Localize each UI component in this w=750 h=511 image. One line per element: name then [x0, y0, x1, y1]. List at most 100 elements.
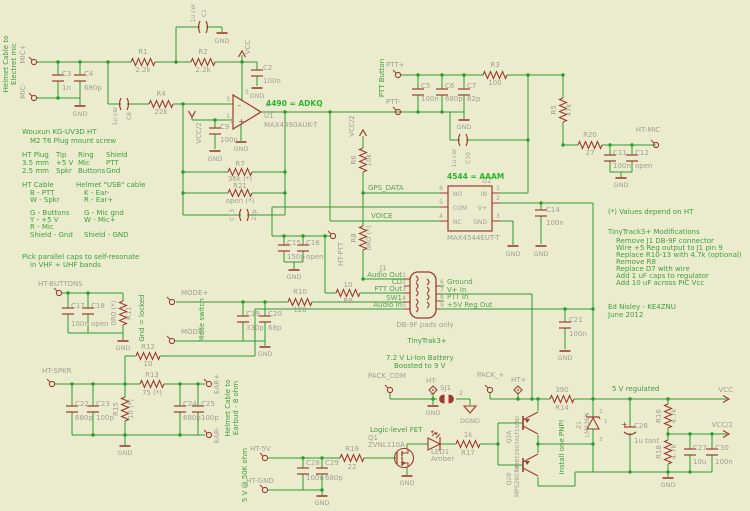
port-ear-minus[interactable]	[205, 431, 213, 439]
pad-ht-minus[interactable]	[428, 385, 438, 395]
label: 680p	[183, 414, 201, 422]
ic-u2[interactable]	[447, 185, 493, 232]
label: Ring	[78, 151, 94, 159]
resistor-R17[interactable]	[455, 439, 481, 449]
label: VCC/2	[195, 122, 203, 143]
resistor-R9[interactable]	[335, 288, 361, 298]
label: 3	[226, 96, 230, 103]
opamp-u1[interactable]	[232, 93, 263, 131]
capacitor-C1[interactable]	[205, 20, 209, 34]
label: K - Ear-	[84, 189, 110, 197]
label: GND	[534, 250, 549, 258]
junction-dot	[320, 488, 324, 492]
label: EAR+	[213, 374, 221, 394]
resistor-R16[interactable]	[663, 403, 673, 429]
port-ht-ptt[interactable]	[329, 232, 337, 240]
port-ear-minus	[203, 429, 208, 434]
capacitor-C26[interactable]	[623, 431, 637, 436]
port-mic-minus[interactable]	[30, 94, 38, 102]
label: SW1	[386, 294, 402, 302]
resistor-R8[interactable]	[358, 225, 368, 251]
junction-dot	[561, 143, 565, 147]
resistor-R15[interactable]	[120, 396, 130, 422]
port-mode-plus[interactable]	[168, 298, 176, 306]
label: 1	[604, 419, 608, 425]
label: R9	[343, 297, 352, 305]
resistor-R19[interactable]	[339, 453, 365, 463]
label: EAR-	[213, 426, 221, 443]
label: 10	[144, 360, 153, 368]
capacitor-C8[interactable]	[118, 97, 122, 111]
resistor-R5[interactable]	[558, 97, 568, 123]
port-mode-minus[interactable]	[168, 337, 176, 345]
label: Add 1 uF caps to regulator	[616, 272, 709, 280]
db9-j1[interactable]	[409, 271, 437, 319]
label: Tip	[55, 151, 67, 159]
port-ptt-plus[interactable]	[394, 71, 402, 79]
pad-ht-plus[interactable]	[513, 385, 523, 395]
label: LED1	[431, 448, 449, 456]
junction-dot	[526, 138, 530, 142]
jumper-sj1[interactable]	[448, 394, 454, 404]
label: C4	[84, 70, 94, 78]
label: Wouxun KG-UV3D HT	[22, 128, 97, 136]
resistor-R1[interactable]	[130, 57, 156, 67]
port-mic-plus[interactable]	[30, 58, 38, 66]
port-ht-gnd[interactable]	[261, 486, 269, 494]
port-ht-buttons[interactable]	[55, 289, 63, 297]
dgnd-icon	[462, 405, 478, 414]
junction-dot	[710, 432, 714, 436]
junction-dot	[123, 433, 127, 437]
resistor-R11[interactable]	[118, 300, 128, 326]
capacitor-C13[interactable]	[246, 208, 250, 222]
resistor-R3[interactable]	[482, 70, 508, 80]
junction-dot	[178, 433, 182, 437]
resistor-R12[interactable]	[135, 351, 161, 361]
label: GND	[506, 250, 521, 258]
label: IN	[481, 191, 487, 198]
resistor-R7[interactable]	[227, 167, 253, 177]
resistor-R2[interactable]	[190, 57, 216, 67]
resistor-R4[interactable]	[148, 99, 174, 109]
label: C24	[183, 400, 197, 408]
label: VCC/2	[348, 115, 356, 136]
resistor-R10[interactable]	[287, 297, 313, 307]
label: R18	[655, 445, 663, 459]
capacitor-C8[interactable]	[126, 97, 130, 111]
resistor-R21[interactable]	[227, 188, 253, 198]
label: GND	[250, 92, 265, 100]
label: 4	[439, 213, 443, 220]
label: 4490 = ADKQ	[266, 99, 323, 108]
label: 5	[402, 302, 406, 309]
resistor-R20[interactable]	[577, 140, 603, 150]
port-pack-com[interactable]	[386, 386, 394, 394]
resistor-R6[interactable]	[358, 147, 368, 173]
resistor-R13[interactable]	[139, 379, 165, 389]
capacitor-C1[interactable]	[197, 20, 201, 34]
port-ht-5v[interactable]	[261, 454, 269, 462]
label: Spkr	[56, 167, 72, 175]
port-ht-spkr[interactable]	[48, 380, 56, 388]
capacitor-C10[interactable]	[457, 133, 461, 147]
label: GND	[457, 123, 472, 131]
port-ear-plus[interactable]	[205, 380, 213, 388]
label: in VHF + UHF bands	[30, 261, 101, 269]
label: R8	[350, 233, 358, 242]
port-ptt-minus[interactable]	[394, 108, 402, 116]
port-pack-plus[interactable]	[486, 386, 494, 394]
port-ht-mic[interactable]	[652, 141, 660, 149]
led1[interactable]	[427, 437, 442, 451]
label: GND	[558, 354, 573, 362]
capacitor-C13[interactable]	[238, 208, 242, 222]
resistor-R14[interactable]	[549, 394, 575, 404]
capacitor-C10[interactable]	[465, 133, 469, 147]
label: GND	[234, 145, 249, 153]
label: 2	[459, 390, 463, 397]
resistor-R18[interactable]	[663, 439, 673, 465]
label: R4	[156, 90, 166, 98]
port-mode-plus	[166, 296, 171, 301]
zener-z1[interactable]	[586, 416, 600, 430]
label: 120	[293, 306, 306, 314]
label: C3	[62, 70, 71, 78]
jumper-sj1[interactable]	[439, 394, 445, 404]
